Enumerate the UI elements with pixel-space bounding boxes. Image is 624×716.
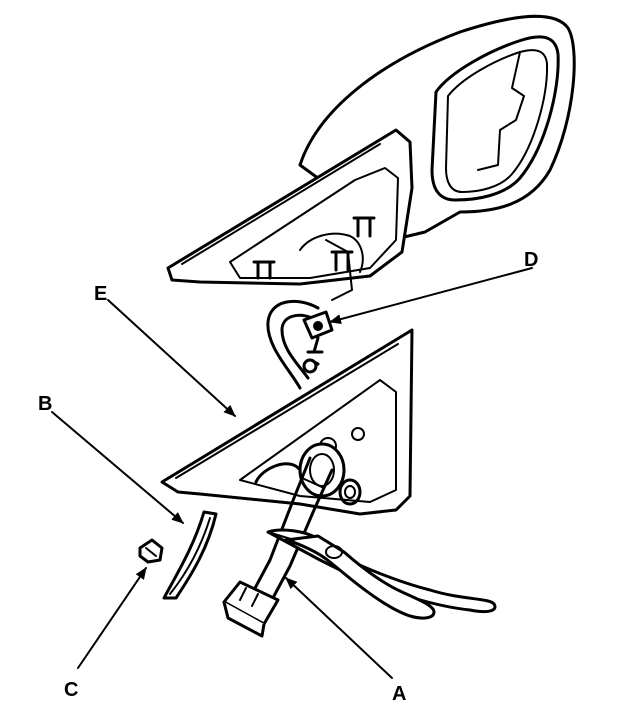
label-a: A <box>392 683 406 705</box>
leader-e <box>107 299 236 417</box>
label-c: C <box>64 679 78 701</box>
clip-d <box>302 310 334 374</box>
fastener-c <box>138 538 164 564</box>
mirror-base-lower <box>160 328 414 516</box>
pliers <box>266 528 497 620</box>
trim-clip-b <box>162 510 218 600</box>
mirror-base-upper <box>166 128 414 301</box>
leader-a <box>285 577 393 679</box>
leader-c <box>77 567 147 669</box>
label-d: D <box>524 249 538 271</box>
label-e: E <box>94 283 107 305</box>
leader-b <box>51 411 184 524</box>
leader-d <box>329 267 533 324</box>
wire-harness-loop <box>266 299 320 390</box>
harness-connector-a <box>222 580 280 638</box>
label-b: B <box>38 393 52 415</box>
